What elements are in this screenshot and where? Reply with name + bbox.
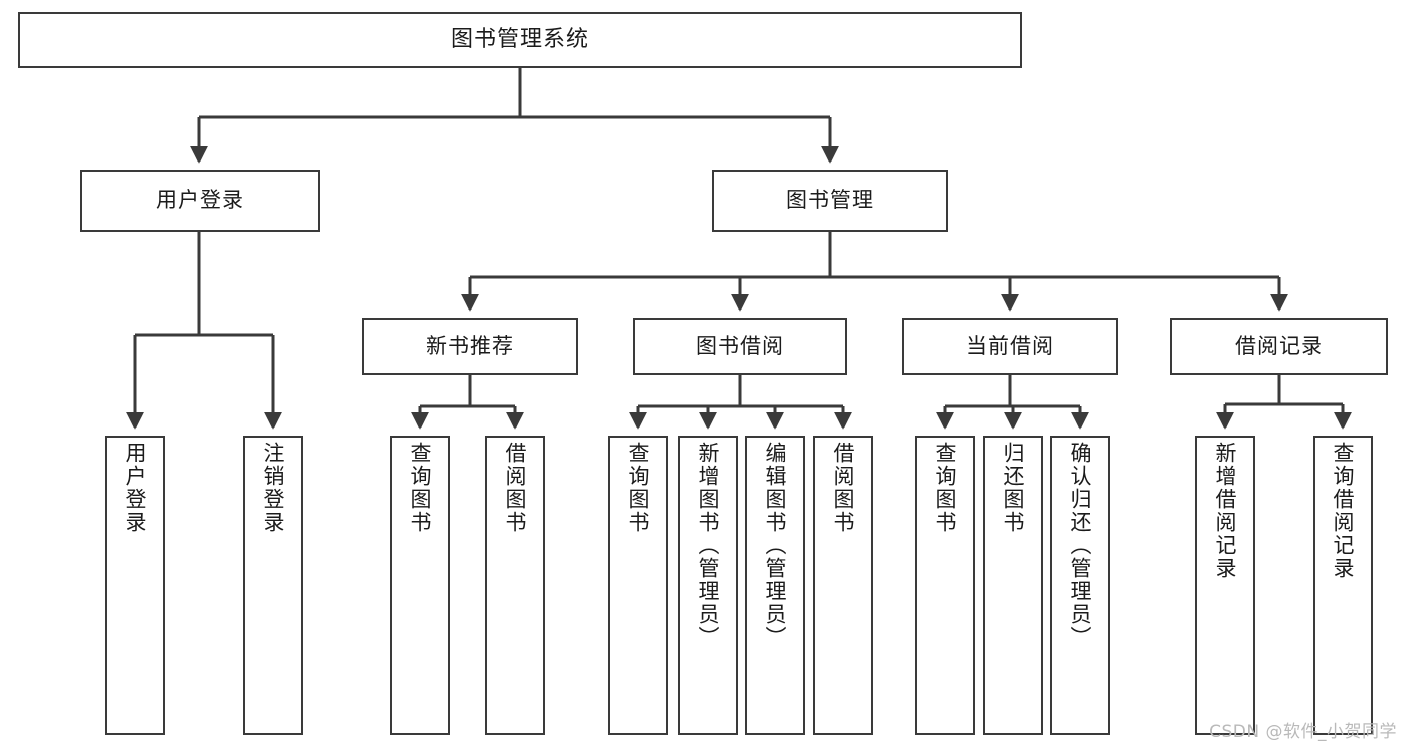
node-leaf-return-book[interactable]: 归还图书 [983, 436, 1043, 735]
node-user-login-label: 用户登录 [156, 188, 244, 213]
node-leaf-user-login-label: 用户登录 [123, 442, 148, 534]
node-leaf-query-book-3[interactable]: 查询图书 [915, 436, 975, 735]
node-leaf-borrow-book-2-label: 借阅图书 [831, 442, 856, 534]
node-leaf-return-book-label: 归还图书 [1001, 442, 1026, 534]
node-root[interactable]: 图书管理系统 [18, 12, 1022, 68]
node-leaf-edit-book-label: 编辑图书（管理员） [763, 442, 788, 649]
node-new-book-recommend[interactable]: 新书推荐 [362, 318, 578, 375]
node-leaf-query-record-label: 查询借阅记录 [1331, 442, 1356, 580]
node-book-borrow-label: 图书借阅 [696, 333, 784, 358]
node-current-borrow[interactable]: 当前借阅 [902, 318, 1118, 375]
node-leaf-borrow-book-1-label: 借阅图书 [503, 442, 528, 534]
node-book-borrow[interactable]: 图书借阅 [633, 318, 847, 375]
node-leaf-add-book[interactable]: 新增图书（管理员） [678, 436, 738, 735]
node-borrow-record[interactable]: 借阅记录 [1170, 318, 1388, 375]
node-leaf-borrow-book-2[interactable]: 借阅图书 [813, 436, 873, 735]
node-book-management-label: 图书管理 [786, 188, 874, 213]
node-leaf-borrow-book-1[interactable]: 借阅图书 [485, 436, 545, 735]
node-borrow-record-label: 借阅记录 [1235, 333, 1323, 358]
node-leaf-query-book-2[interactable]: 查询图书 [608, 436, 668, 735]
node-leaf-query-book-1-label: 查询图书 [408, 442, 433, 534]
node-leaf-add-book-label: 新增图书（管理员） [696, 442, 721, 649]
node-leaf-query-book-2-label: 查询图书 [626, 442, 651, 534]
node-user-login[interactable]: 用户登录 [80, 170, 320, 232]
node-leaf-add-record[interactable]: 新增借阅记录 [1195, 436, 1255, 735]
node-leaf-query-record[interactable]: 查询借阅记录 [1313, 436, 1373, 735]
node-leaf-edit-book[interactable]: 编辑图书（管理员） [745, 436, 805, 735]
node-leaf-confirm-return-label: 确认归还（管理员） [1068, 442, 1093, 649]
node-leaf-query-book-3-label: 查询图书 [933, 442, 958, 534]
node-leaf-logout-login[interactable]: 注销登录 [243, 436, 303, 735]
node-leaf-confirm-return[interactable]: 确认归还（管理员） [1050, 436, 1110, 735]
node-book-management[interactable]: 图书管理 [712, 170, 948, 232]
node-new-book-recommend-label: 新书推荐 [426, 333, 514, 358]
node-current-borrow-label: 当前借阅 [966, 333, 1054, 358]
node-leaf-logout-login-label: 注销登录 [261, 442, 286, 534]
node-leaf-user-login[interactable]: 用户登录 [105, 436, 165, 735]
node-leaf-add-record-label: 新增借阅记录 [1213, 442, 1238, 580]
node-leaf-query-book-1[interactable]: 查询图书 [390, 436, 450, 735]
node-root-label: 图书管理系统 [450, 26, 589, 52]
